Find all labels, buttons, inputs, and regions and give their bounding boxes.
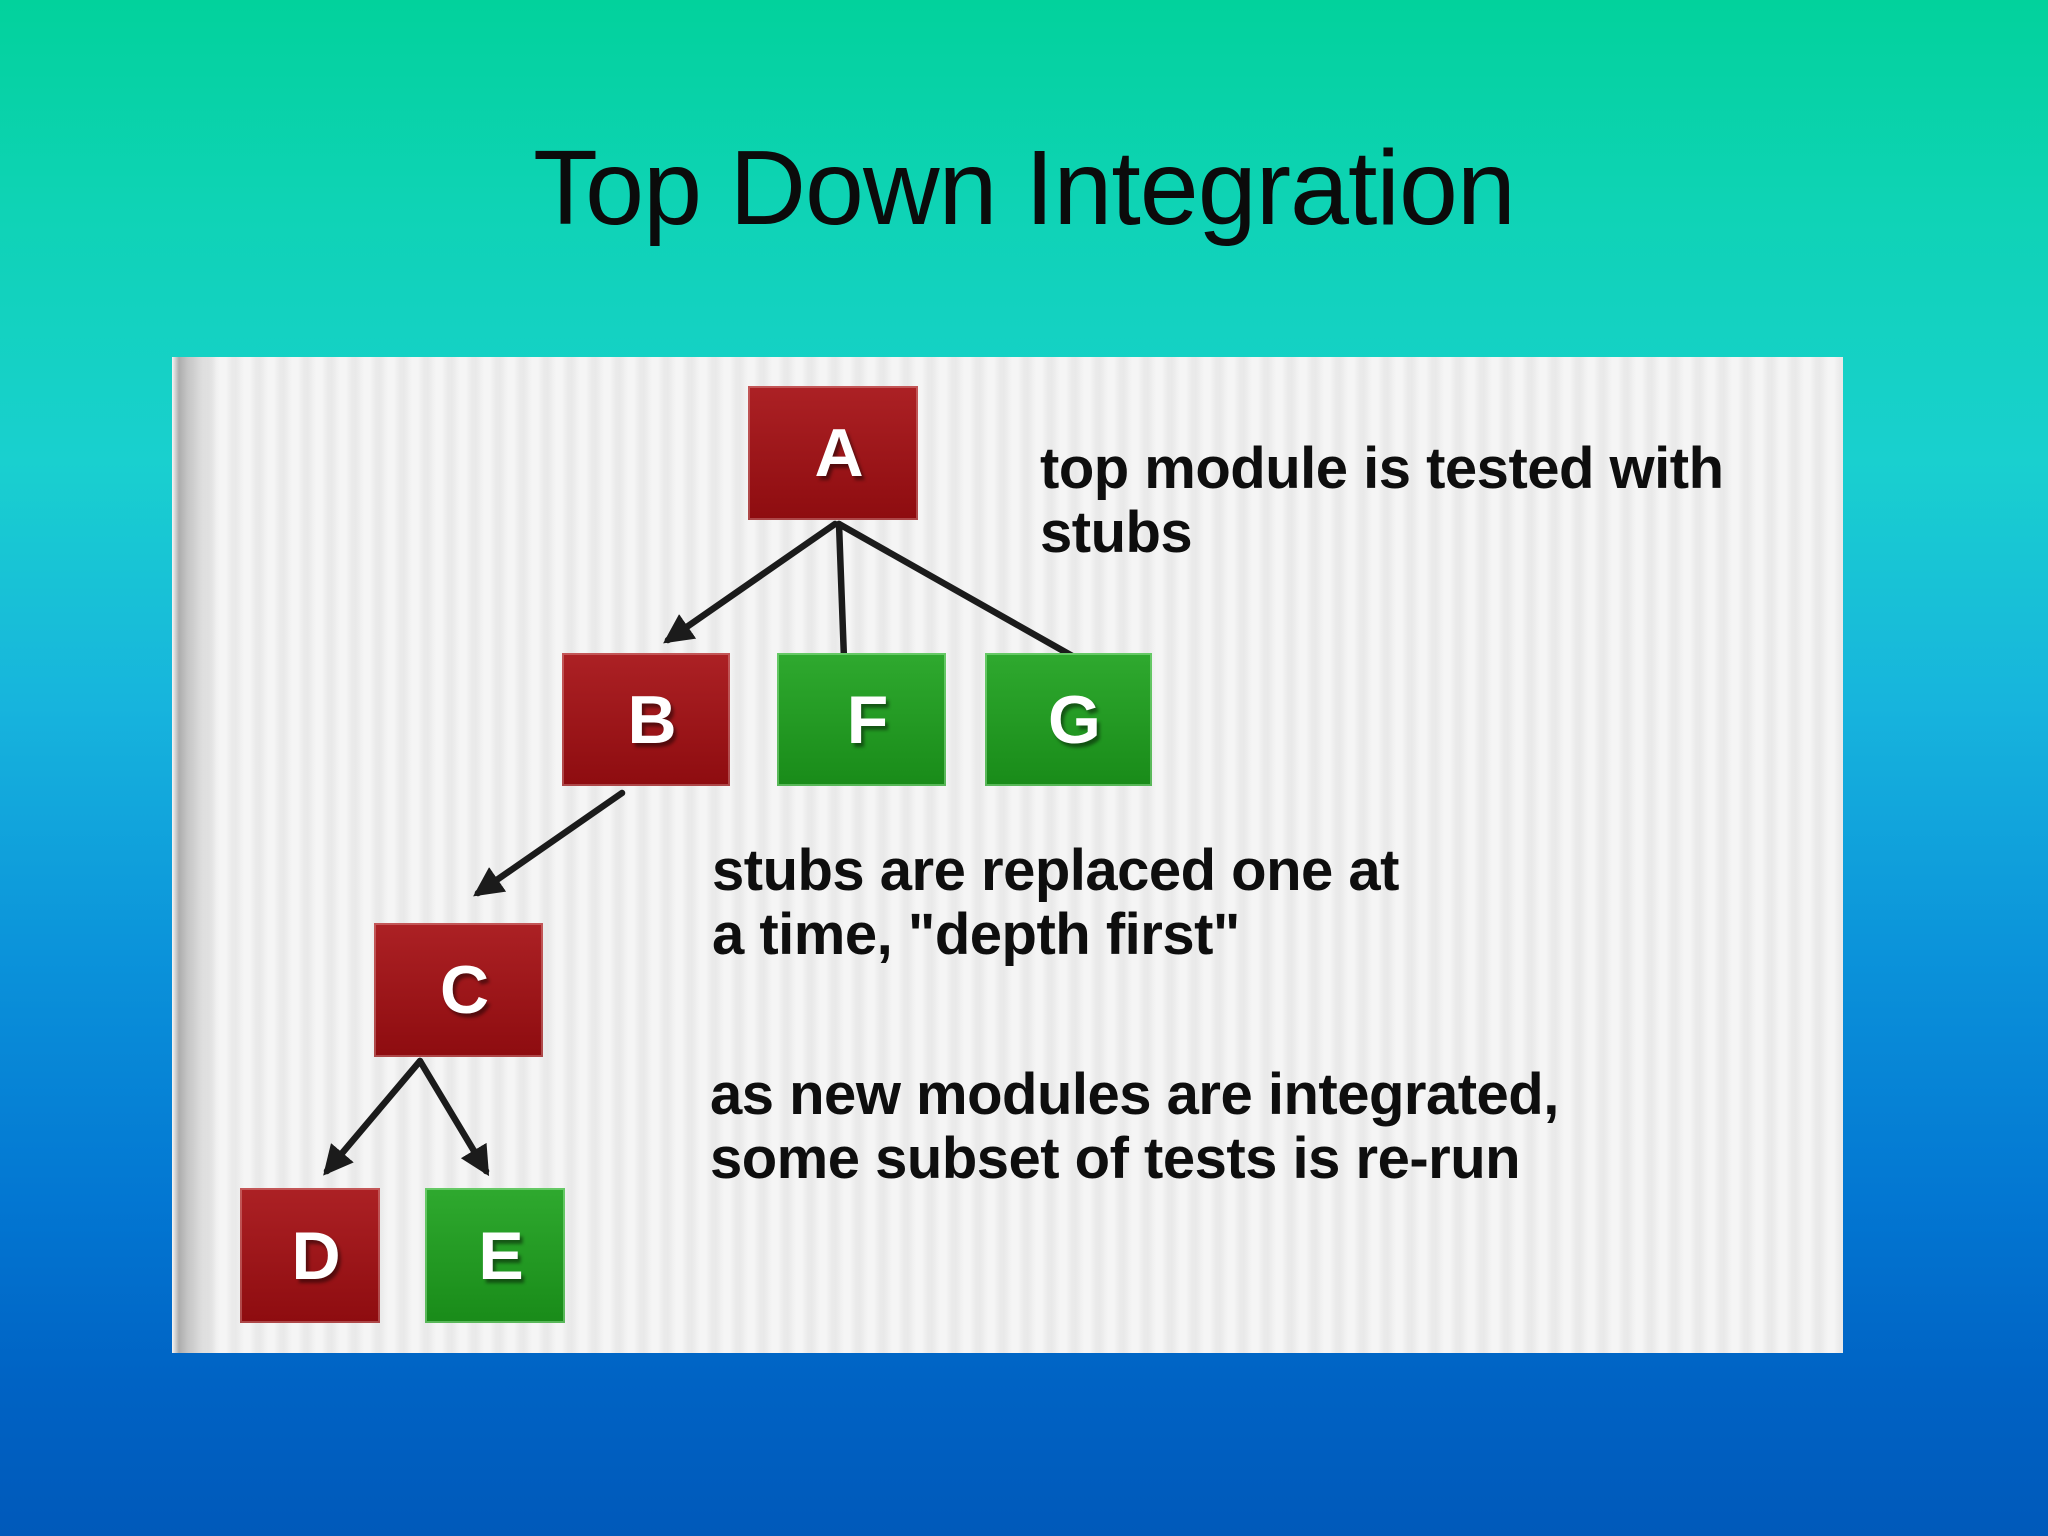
module-box-F: F	[777, 653, 946, 786]
arrow-C-D	[323, 1057, 424, 1176]
annotation-line: top module is tested with	[1040, 436, 1724, 501]
annotation-line: stubs	[1040, 500, 1193, 565]
arrow-C-E	[416, 1057, 490, 1177]
module-box-E: E	[425, 1188, 565, 1323]
arrow-A-G	[835, 520, 1078, 661]
tree-arrows	[323, 520, 1078, 1177]
arrow-A-B	[663, 520, 839, 644]
diagram-panel: A B F G C D E top module is tested with …	[172, 357, 1843, 1353]
module-label-A: A	[814, 415, 864, 491]
module-label-E: E	[478, 1217, 524, 1294]
annotation-stubs-replaced: stubs are replaced one at a time, "depth…	[712, 839, 1399, 967]
page-title: Top Down Integration	[533, 129, 1516, 247]
module-label-G: G	[1048, 681, 1101, 758]
module-box-C: C	[374, 923, 543, 1057]
module-box-G: G	[985, 653, 1152, 786]
annotation-line: a time, "depth first"	[712, 902, 1240, 967]
module-box-D: D	[240, 1188, 380, 1323]
annotation-tests-rerun: as new modules are integrated, some subs…	[710, 1063, 1559, 1191]
annotation-top-module: top module is tested with stubs	[1040, 437, 1724, 565]
module-label-C: C	[439, 952, 490, 1028]
module-label-F: F	[846, 681, 889, 758]
module-box-A: A	[748, 386, 918, 520]
annotation-line: as new modules are integrated,	[710, 1062, 1559, 1127]
module-label-D: D	[291, 1217, 341, 1294]
module-label-B: B	[627, 681, 677, 758]
arrow-A-F	[835, 520, 848, 663]
annotation-line: stubs are replaced one at	[712, 838, 1399, 903]
arrow-B-C	[473, 789, 626, 897]
annotation-line: some subset of tests is re-run	[710, 1126, 1521, 1191]
module-box-B: B	[562, 653, 730, 786]
